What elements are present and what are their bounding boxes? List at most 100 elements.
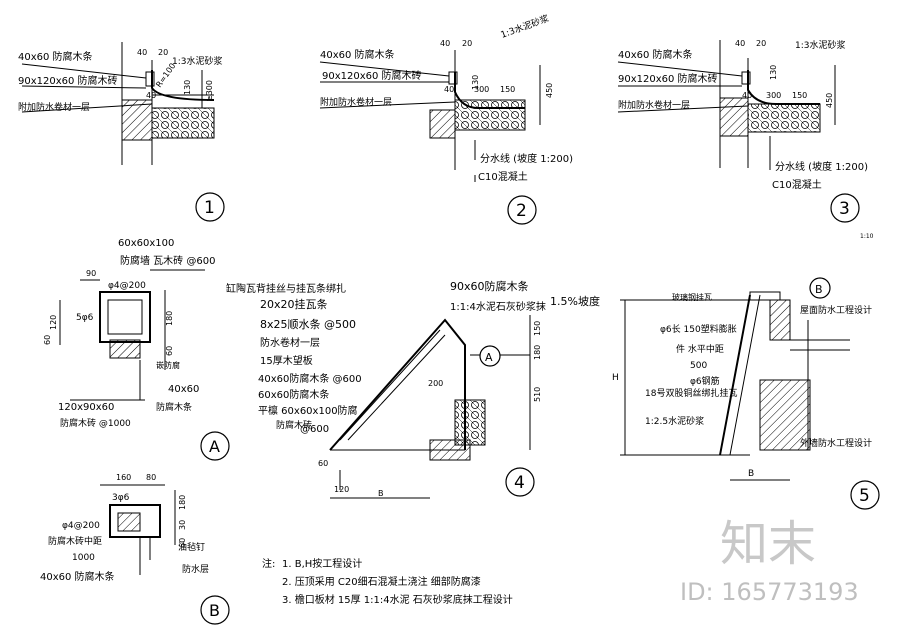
d2-dim-2: 1:3水泥砂浆 [499,12,551,41]
d1-dim-0: 40 [137,48,147,57]
d2-marker: 2 [516,201,527,221]
notes-item-1: 2. 压顶采用 C20细石混凝土浇注 细部防腐漆 [282,575,481,588]
dA-dim-0: 90 [86,269,96,278]
d5-label-3: 500 [690,361,707,371]
detail-2: 40x60 防腐木条 90x120x60 防腐木砖 附加防水卷材一层 分水线 (… [319,12,573,225]
dA-label-2: φ4@200 [108,281,146,291]
detail-4: 缸陶瓦背挂丝与挂瓦条绑扎 20x20挂瓦条 8x25顺水条 @500 防水卷材一… [226,279,600,499]
dA-dim-4: 60 [165,346,174,356]
d4-label-7: 平檩 60x60x100防腐 [258,404,358,417]
d5-label-6: 1:2.5水泥砂浆 [645,415,704,427]
d5-label-0: 玻璃钢挂瓦 [672,292,712,302]
d3-dim-6: 150 [792,91,807,100]
d3-label-2: 附加防水卷材一层 [618,99,690,111]
d2-label-1: 90x120x60 防腐木砖 [322,69,422,82]
watermark-logo: 知末 [720,516,816,572]
dA-dim-2: 60 [43,335,52,345]
d4-label-10: 90x60防腐木条 [450,279,529,293]
d1-label-2: 附加防水卷材一层 [18,101,90,113]
d4-dim-2: 510 [533,387,542,402]
notes-prefix: 注: [262,557,275,570]
d2-label-2: 附加防水卷材一层 [320,96,392,108]
d2-label-4: C10混凝土 [478,170,528,183]
d4-dim-3: 200 [428,379,443,388]
d2-dim-1: 20 [462,39,472,48]
dA-label-0: 60x60x100 [118,238,174,249]
dA-label-5: 40x60 [168,384,199,395]
notes-item-0: 1. B,H按工程设计 [282,557,362,570]
dA-label-4: 嵌防腐 [156,360,180,370]
d1-dim-6: ≥300 [205,80,214,102]
d4-label-9: @600 [300,424,329,435]
d3-dim-0: 40 [735,39,745,48]
d2-label-3: 分水线 (坡度 1:200) [480,152,573,165]
d1-dim-5: 130 [183,80,192,95]
d1-dim-3: 40 [146,91,156,100]
dB-label-1: φ4@200 [62,521,100,531]
d5-label-7: 屋面防水工程设计 [800,304,872,316]
d4-label-4: 15厚木望板 [260,354,313,367]
dA-label-3: 5φ6 [76,313,94,323]
dB-dim-1: 80 [146,473,156,482]
dA-label-7: 120x90x60 [58,402,114,413]
d4-dim-5: 120 [334,485,349,494]
dB-label-6: 防水层 [182,563,209,575]
d4-label-12: 1.5%坡度 [550,294,600,308]
d5-dim-1: B [748,469,754,479]
d1-dim-1: 20 [158,48,168,57]
dB-marker: B [209,601,220,620]
d5-label-8: 外墙防水工程设计 [800,437,872,449]
d4-label-1: 20x20挂瓦条 [260,297,328,311]
d4-label-5: 40x60防腐木条 @600 [258,372,362,385]
dB-label-3: 1000 [72,553,95,563]
dA-label-8: 防腐木砖 @1000 [60,417,131,429]
d5-dim-0: H [612,373,619,383]
notes-item-2: 3. 檐口板材 15厚 1:1:4水泥 石灰砂浆底抹工程设计 [282,593,513,606]
d3-scale: 1:10 [860,233,874,240]
d3-dim-3: 130 [769,65,778,80]
d1-marker: 1 [204,198,215,218]
d4-marker: 4 [514,473,525,493]
d1-dim-4: R=100 [154,61,177,89]
d2-dim-5: 300 [474,85,489,94]
d2-dim-6: 150 [500,85,515,94]
d4-dim-0: 150 [533,321,542,336]
d3-dim-1: 20 [756,39,766,48]
d5-ref: B [815,283,823,296]
dB-label-4: 40x60 防腐木条 [40,570,115,583]
dA-dim-1: 120 [49,315,58,330]
d3-label-0: 40x60 防腐木条 [618,48,693,61]
detail-5: 玻璃钢挂瓦 φ6长 150塑料膨胀 件 水平中距 500 φ6钢筋 18号双股铜… [612,277,880,510]
d5-label-5: 18号双股铜丝绑扎挂瓦 [645,387,737,399]
d2-dim-7: 450 [545,83,554,98]
d4-label-6: 60x60防腐木条 [258,388,329,401]
d5-label-2: 件 水平中距 [676,343,724,355]
d2-dim-4: 40 [444,85,454,94]
d4-label-8: 防腐木砖 [276,419,312,431]
dA-dim-3: 180 [165,311,174,326]
d5-marker: 5 [859,486,870,506]
d1-dim-2: 1:3水泥砂浆 [172,55,223,67]
dB-label-0: 3φ6 [112,493,130,503]
d4-ref: A [485,351,493,364]
d4-label-2: 8x25顺水条 @500 [260,317,356,331]
dB-label-5: 油毡钉 [178,541,205,553]
watermark-id: ID: 165773193 [680,578,859,606]
d3-dim-5: 300 [766,91,781,100]
d3-label-3: 分水线 (坡度 1:200) [775,160,868,173]
dA-label-1: 防腐墙 瓦木砖 @600 [120,254,215,267]
dB-dim-4: 60 [178,538,187,548]
d4-dim-4: 60 [318,459,328,468]
d3-label-1: 90x120x60 防腐木砖 [618,72,718,85]
watermark: 知末 ID: 165773193 [680,516,859,606]
d2-label-0: 40x60 防腐木条 [320,48,395,61]
dA-marker: A [209,437,220,456]
dB-dim-0: 160 [116,473,131,482]
d1-label-0: 40x60 防腐木条 [18,50,93,63]
d4-label-0: 缸陶瓦背挂丝与挂瓦条绑扎 [226,282,346,295]
notes: 注: 1. B,H按工程设计 2. 压顶采用 C20细石混凝土浇注 细部防腐漆 … [262,557,513,606]
dB-dim-2: 180 [178,495,187,510]
d3-marker: 3 [839,199,850,219]
detail-B: 160 80 3φ6 φ4@200 防腐木砖中距 1000 40x60 防腐木条… [40,473,230,625]
